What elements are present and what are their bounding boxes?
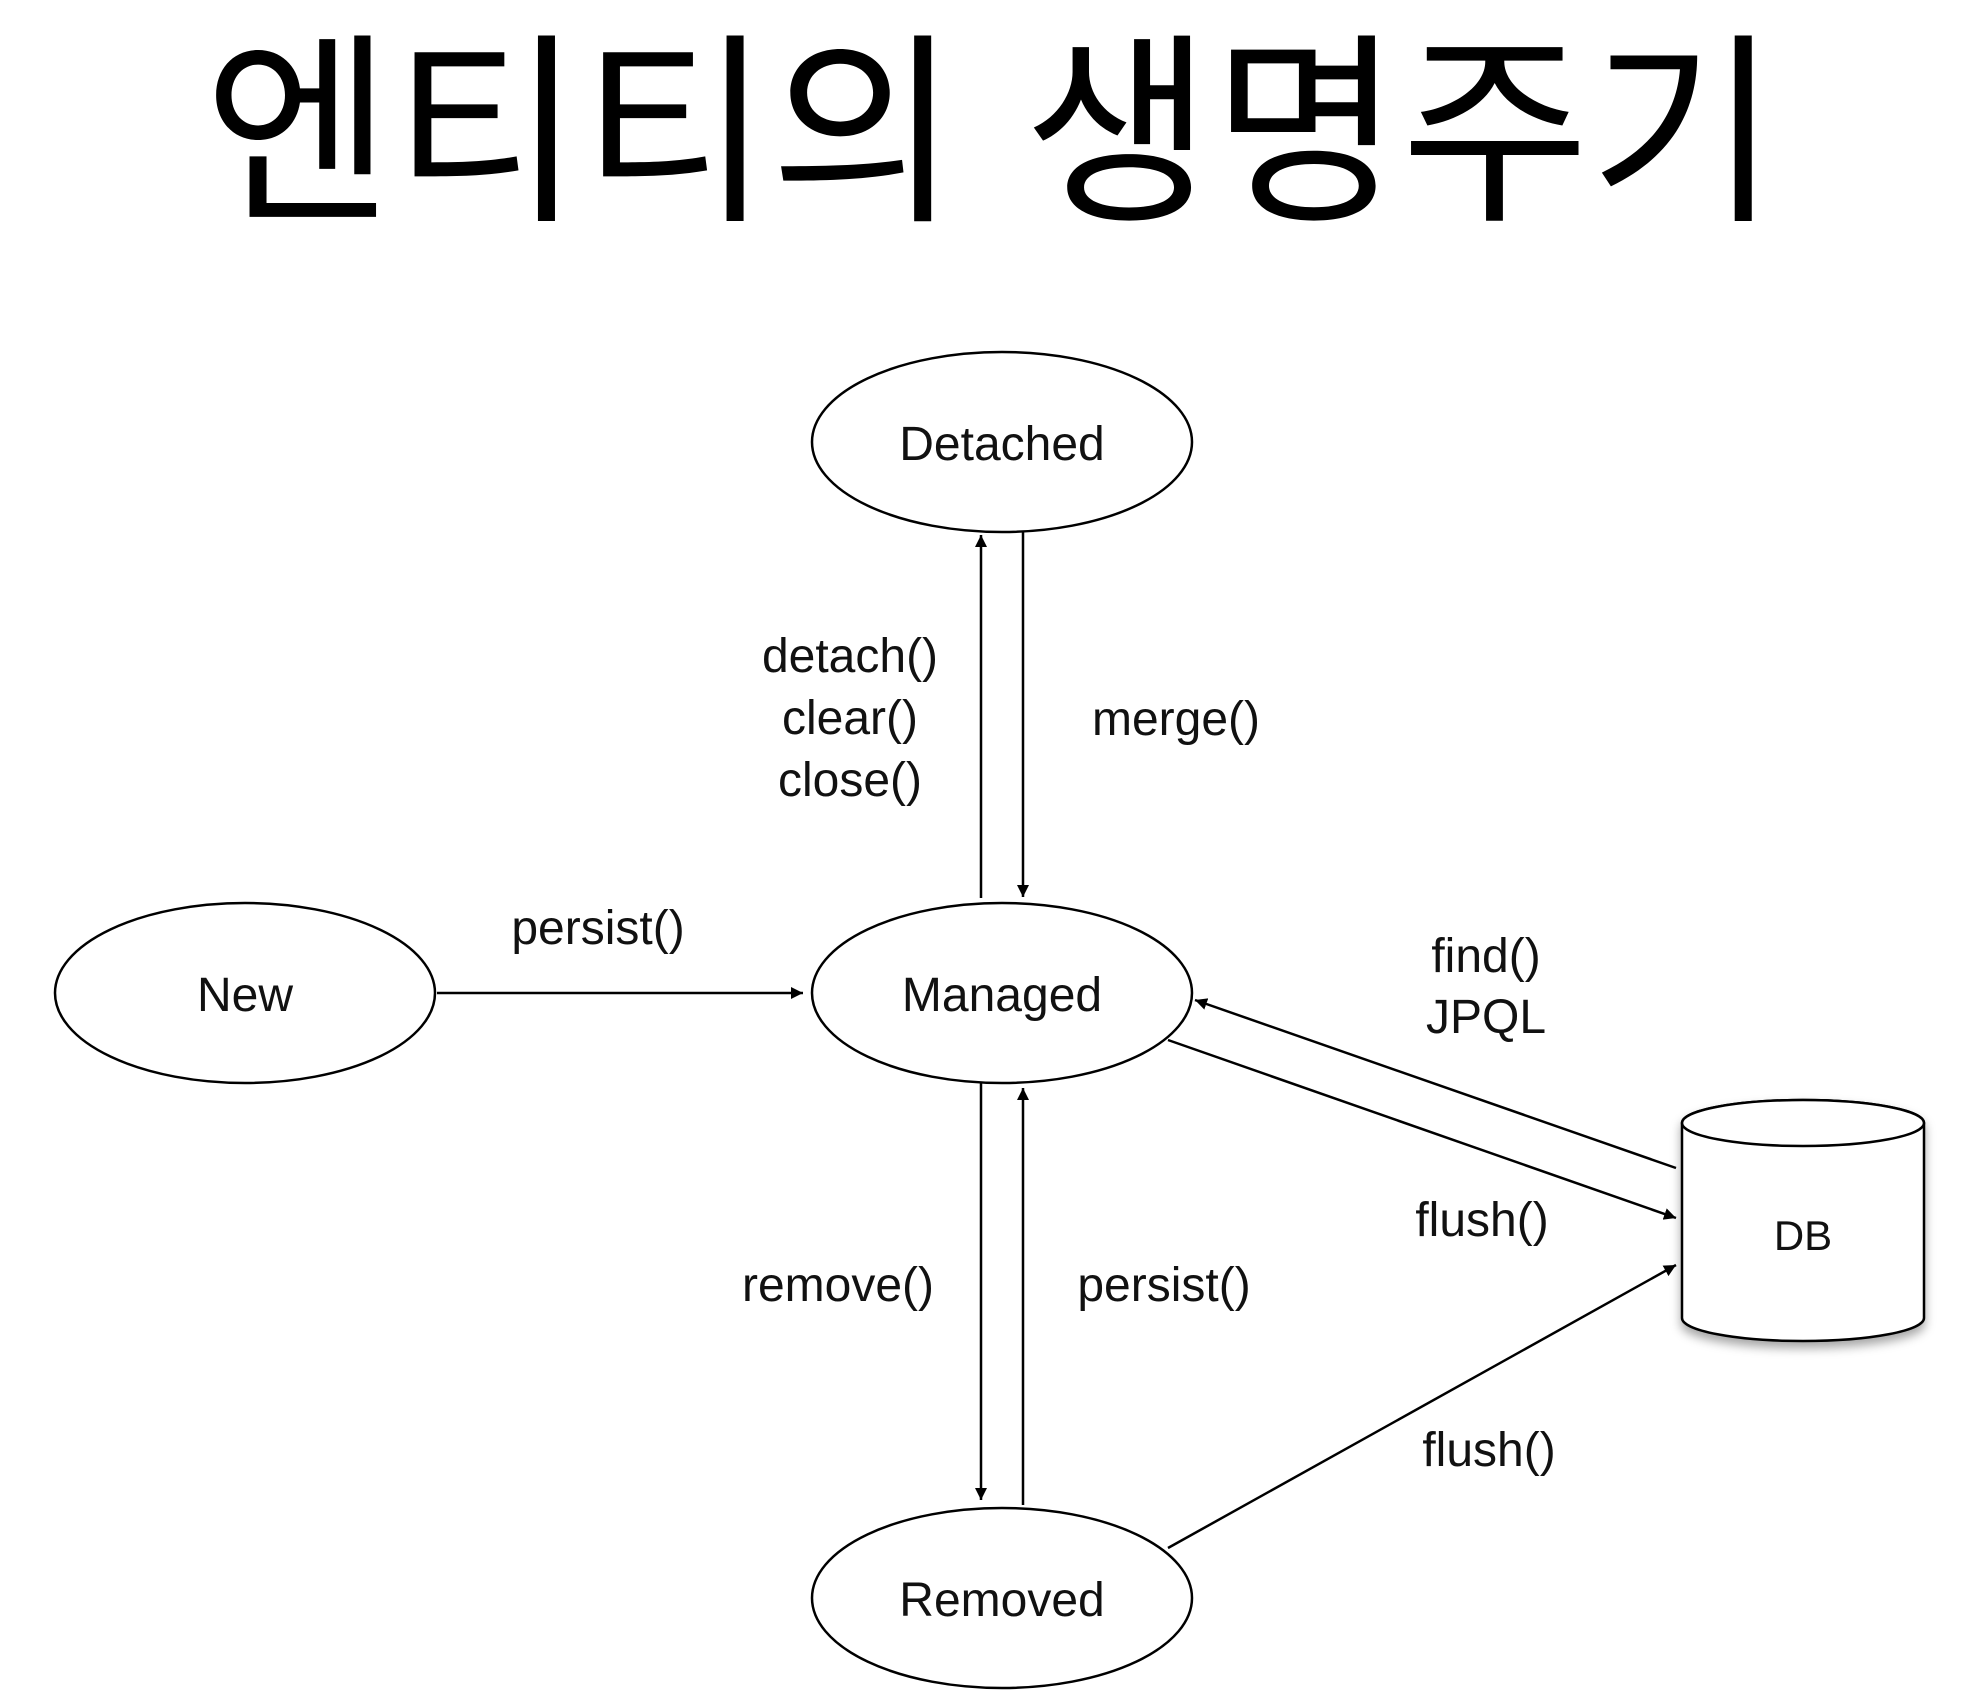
edges: [437, 522, 1677, 1550]
jpql-label: JPQL: [1426, 991, 1546, 1044]
flush-managed-label: flush(): [1415, 1194, 1548, 1247]
close-label: close(): [778, 754, 922, 807]
remove-label: remove(): [742, 1259, 934, 1312]
node-managed-shape: [810, 901, 1194, 1085]
flush-removed-label: flush(): [1422, 1424, 1555, 1477]
node-new-shape: [53, 901, 437, 1085]
persist-removed-label: persist(): [1077, 1259, 1250, 1312]
flush-managed-arrow: [1167, 1038, 1677, 1220]
node-detached: Detached: [810, 350, 1194, 534]
find-label: find(): [1431, 930, 1540, 983]
node-detached-label: Detached: [899, 418, 1104, 471]
node-new-label: New: [197, 969, 293, 1022]
detach-label: detach(): [762, 630, 938, 683]
node-removed-label: Removed: [899, 1574, 1104, 1627]
node-detached-shape: [810, 350, 1194, 534]
clear-label: clear(): [782, 692, 918, 745]
node-managed: Managed: [810, 901, 1194, 1085]
merge-label: merge(): [1092, 693, 1260, 746]
diagram-title: 엔티티의 생명주기: [204, 16, 1778, 254]
persist-new-label: persist(): [511, 902, 684, 955]
node-removed-shape: [810, 1506, 1194, 1690]
db-cylinder-top: [1680, 1098, 1926, 1148]
flush-removed-arrow: [1167, 1263, 1677, 1550]
node-db: [1680, 1098, 1926, 1343]
node-db-label: DB: [1774, 1212, 1832, 1259]
node-managed-label: Managed: [902, 969, 1102, 1022]
find-arrow: [1194, 998, 1677, 1170]
node-new: New: [53, 901, 437, 1085]
edge-labels: detach() clear() close() merge() persist…: [511, 630, 1555, 1477]
node-removed: Removed: [810, 1506, 1194, 1690]
